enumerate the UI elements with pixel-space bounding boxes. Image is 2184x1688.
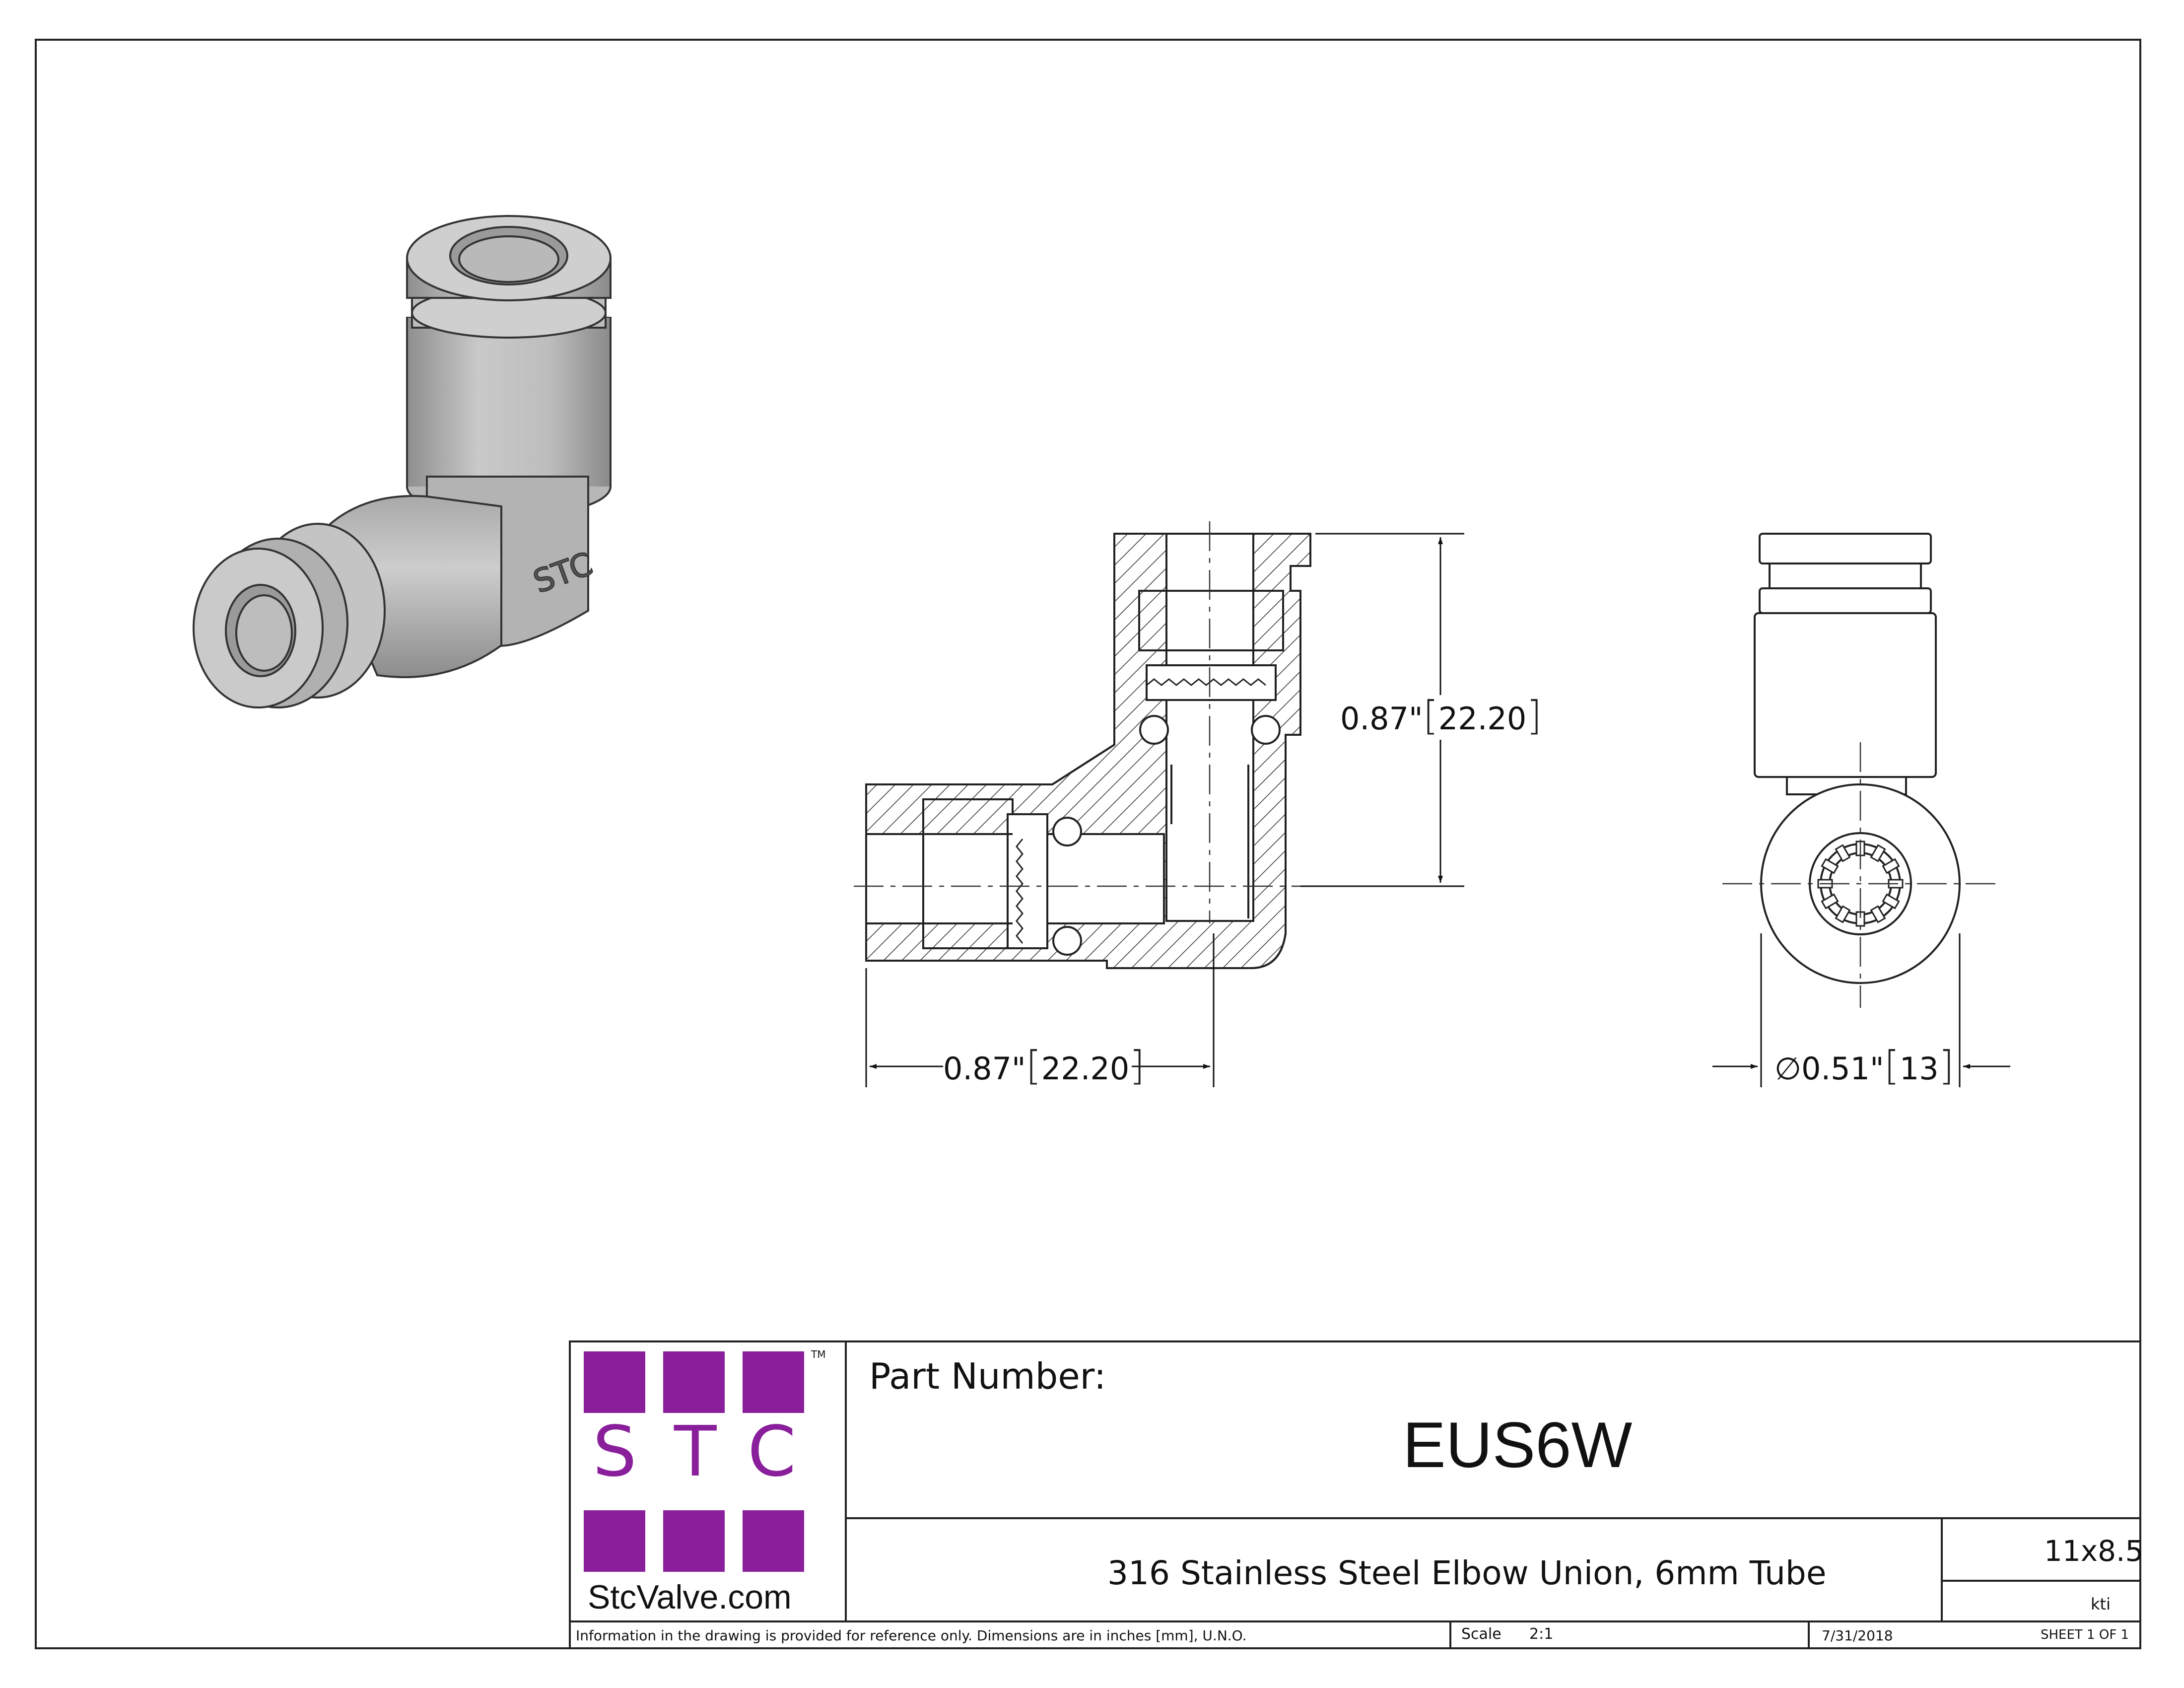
dimension-vertical-lines — [1300, 533, 1464, 887]
dimension-mm-value: 22.20 — [1438, 701, 1527, 737]
collet-tooth — [1835, 844, 1851, 862]
dimension-inch-value: 0.87" — [1340, 701, 1423, 737]
logo-square — [743, 1510, 804, 1572]
dimension-inch-value: 0.87" — [943, 1051, 1026, 1087]
collet-tooth — [1835, 905, 1851, 923]
sheet-number: SHEET 1 OF 1 — [2041, 1627, 2129, 1642]
scale-box — [1449, 1620, 1810, 1649]
date: 7/31/2018 — [1822, 1627, 1893, 1644]
logo-square — [663, 1351, 725, 1413]
part-number-label: Part Number: — [869, 1355, 1106, 1397]
website-link[interactable]: StcValve.com — [588, 1578, 792, 1616]
title-block: TM S T C StcValve.com Part Number: EUS6W… — [569, 1340, 2144, 1649]
dimension-mm-value: 13 — [1899, 1051, 1939, 1087]
collet-tooth — [1882, 893, 1900, 910]
scale-value: 2:1 — [1529, 1625, 1554, 1643]
dimension-mm-value: 22.20 — [1041, 1051, 1130, 1087]
date-sheet-box — [1808, 1620, 2141, 1649]
scale-label: Scale — [1461, 1625, 1502, 1643]
logo-letter-c: C — [748, 1411, 796, 1492]
logo-square — [584, 1351, 645, 1413]
dimension-diameter-lines — [1712, 933, 2010, 1087]
collet-tooth — [1882, 858, 1900, 874]
logo-square — [743, 1351, 804, 1413]
drawn-by: kti — [2091, 1595, 2111, 1614]
logo-letter-s: S — [593, 1411, 637, 1492]
trademark: TM — [811, 1348, 826, 1360]
collet-tooth — [1821, 893, 1839, 910]
logo-square — [584, 1510, 645, 1572]
paper-size: 11x8.5 — [2044, 1534, 2144, 1568]
logo-square — [663, 1510, 725, 1572]
dimension-inch-value: 0.51" — [1801, 1051, 1884, 1087]
isometric-view — [193, 215, 612, 708]
part-number: EUS6W — [1403, 1408, 1633, 1481]
section-view — [865, 533, 1311, 969]
description: 316 Stainless Steel Elbow Union, 6mm Tub… — [1107, 1554, 1827, 1592]
section-centerlines — [854, 521, 1300, 923]
diameter-symbol: ∅ — [1774, 1051, 1802, 1087]
collet-teeth — [1817, 841, 1904, 927]
drawn-by-box — [1941, 1580, 2141, 1622]
collet-tooth — [1870, 905, 1886, 923]
dimension-diameter: ∅0.51"[13] — [1774, 1043, 1954, 1089]
logo-letter-t: T — [674, 1411, 717, 1492]
collet-tooth — [1870, 844, 1886, 862]
dimension-horizontal: 0.87"[22.20] — [943, 1043, 1145, 1089]
dimension-vertical: 0.87"[22.20] — [1340, 693, 1542, 739]
collet-tooth — [1821, 858, 1839, 874]
dimension-horizontal-lines — [865, 933, 1215, 1087]
disclaimer: Information in the drawing is provided f… — [576, 1627, 1247, 1644]
side-centerlines — [1722, 742, 2000, 1008]
